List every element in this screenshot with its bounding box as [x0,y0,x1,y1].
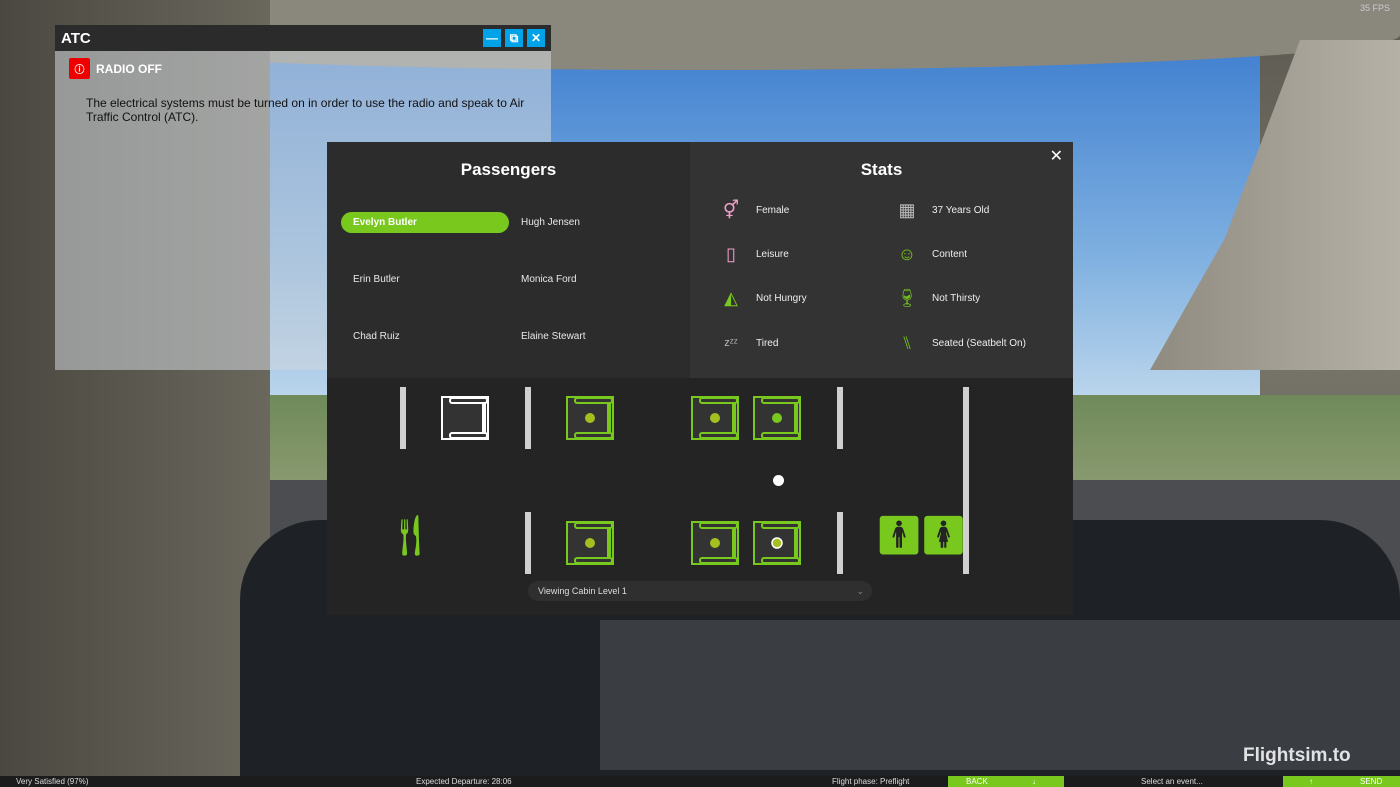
passenger-seat-icon[interactable] [691,521,739,565]
stat-label: Content [932,248,968,260]
wine-glass-icon: 🍷︎ [895,287,919,308]
minimize-button[interactable]: — [483,29,501,47]
watermark-logo: Flightsim.to [1243,745,1351,766]
atc-header[interactable]: ATC — ⧉ ✕ [55,25,551,51]
stat-label: 37 Years Old [932,204,990,216]
luggage-icon: ▯ [726,243,736,264]
satisfaction: Very Satisfied (97%) [16,777,89,786]
gender-icon: ⚥ [722,199,740,220]
chevron-down-icon: ⌄ [856,585,864,596]
send-button[interactable]: ↑ SEND [1283,776,1400,787]
pizza-icon: ◭ [724,287,738,308]
arrow-down-icon: ↓ [1032,777,1036,786]
stats-panel: Stats ✕ ⚥ Female ▦ 37 Years Old ▯ Leisure ☺… [690,142,1073,378]
atc-message: The electrical systems must be turned on… [86,96,525,124]
stat-label: Tired [756,337,779,349]
flight-phase: Flight phase: Preflight [832,777,910,786]
stat-label: Female [756,204,790,216]
smiley-icon: ☺ [897,243,917,264]
passengers-title: Passengers [460,160,557,179]
passenger-item[interactable]: Erin Butler [353,274,400,285]
passenger-dialog: Passengers Evelyn Butler Hugh Jensen Eri… [327,142,1073,615]
arrow-up-icon: ↑ [1309,777,1313,786]
cabin-wall [837,387,843,449]
departure-time: Expected Departure: 28:06 [416,777,512,786]
lavatory-icon: 🚹︎🚺︎ [875,515,968,557]
passenger-seat-icon[interactable] [691,396,739,440]
passengers-panel: Passengers Evelyn Butler Hugh Jensen Eri… [327,142,690,378]
cabin-level-select[interactable]: Viewing Cabin Level 1 ⌄ [528,581,872,601]
passenger-item[interactable]: Monica Ford [521,274,577,285]
cabin-wall [525,512,531,574]
cabin-wall [837,512,843,574]
atc-title: ATC [61,29,91,47]
aisle-marker [773,475,784,486]
cabin-scrollbar[interactable] [963,387,969,574]
sleep-icon: zᶻᶻ [724,337,738,349]
back-label: BACK [966,777,988,786]
radio-status: ⓘ RADIO OFF [69,58,162,79]
close-dialog-button[interactable]: ✕ [1049,148,1063,165]
passenger-seat-icon[interactable] [566,396,614,440]
stat-label: Seated (Seatbelt On) [932,337,1026,349]
warning-icon: ⓘ [69,58,90,79]
passenger-seat-icon[interactable] [753,396,801,440]
instrument-panel [600,620,1400,770]
stats-title: Stats [860,160,903,179]
cabin-level-value: Viewing Cabin Level 1 [538,586,627,596]
cabin-wall [400,387,406,449]
calendar-icon: ▦ [898,199,916,220]
close-button[interactable]: ✕ [527,29,545,47]
status-bar: Very Satisfied (97%) Expected Departure:… [0,776,1400,787]
passenger-item[interactable]: Elaine Stewart [521,331,586,342]
event-select[interactable]: Select an event... [1141,777,1203,786]
passenger-seat-icon[interactable] [753,521,801,565]
send-label: SEND [1360,777,1383,786]
seat-icon: ⑊ [901,332,913,353]
stat-label: Leisure [756,248,789,260]
passenger-item[interactable]: Chad Ruiz [353,331,400,342]
passenger-seat-icon[interactable] [566,521,614,565]
fps-counter: 35 FPS [1359,3,1390,13]
crew-seat-icon[interactable] [441,396,489,440]
back-button[interactable]: BACK ↓ [948,776,1064,787]
passenger-item[interactable]: Hugh Jensen [521,217,580,228]
passenger-item[interactable]: Evelyn Butler [341,212,509,233]
popout-button[interactable]: ⧉ [505,29,523,47]
stat-label: Not Thirsty [932,292,981,304]
galley-icon: 🍴︎ [385,514,436,558]
cabin-wall [525,387,531,449]
stat-label: Not Hungry [756,292,807,304]
